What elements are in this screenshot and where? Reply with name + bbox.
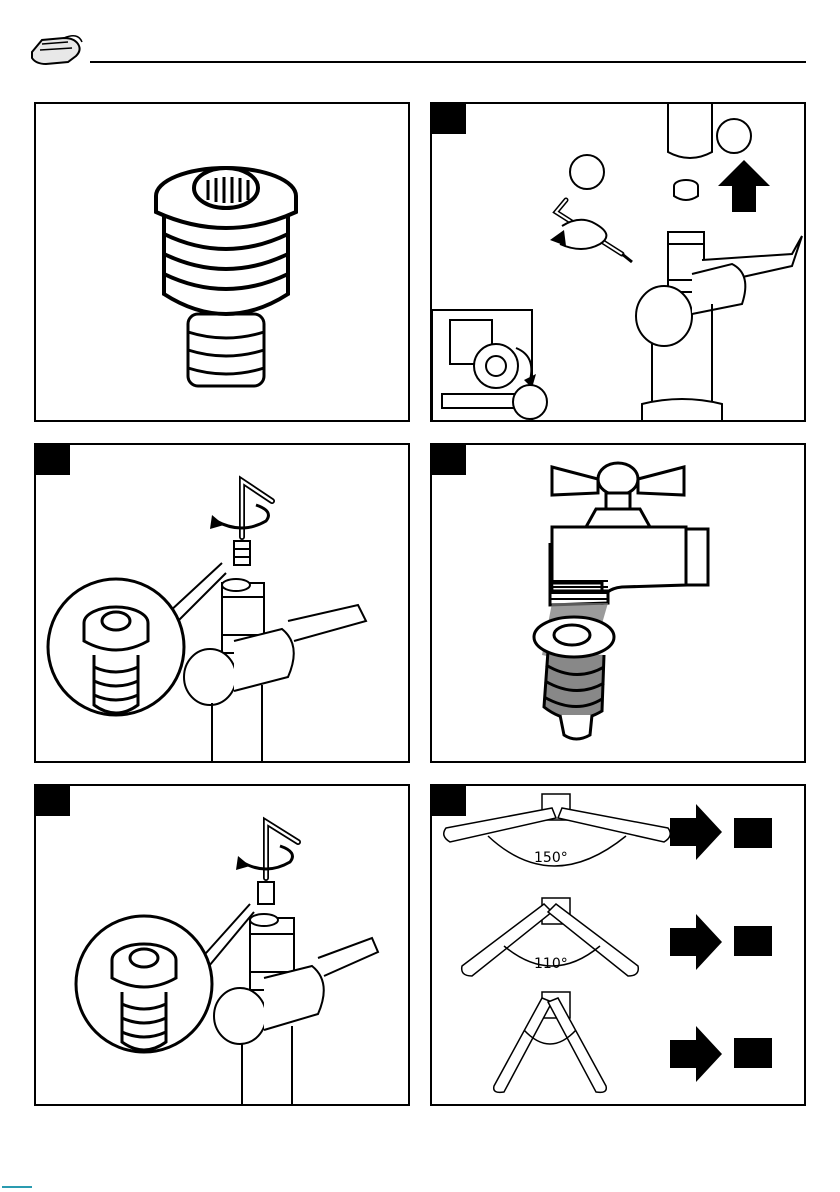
reference-box [734, 1038, 772, 1068]
remove-aerator-illustration [432, 104, 806, 422]
reference-box [734, 926, 772, 956]
panel-insert-filter [34, 443, 410, 763]
filter-illustration [36, 104, 410, 422]
callout-circle [570, 155, 604, 189]
panel-reinsert-filter [34, 784, 410, 1106]
reference-box [734, 818, 772, 848]
arrow-right-icon [670, 804, 722, 1082]
panel-filter-closeup [34, 102, 410, 422]
callout-circle [717, 119, 751, 153]
panel-flush-filter [430, 443, 806, 763]
callout-circle [513, 385, 547, 419]
header-rule [90, 61, 806, 63]
footer-mark [2, 1186, 32, 1188]
panel-remove-aerator [430, 102, 806, 422]
panel-spout-angles: 150° 110° [430, 784, 806, 1106]
angle-label: 150° [534, 850, 568, 866]
insert-filter-illustration [36, 445, 410, 763]
angle-label: 110° [534, 956, 568, 972]
hand-icon [28, 30, 86, 70]
reinsert-filter-illustration [36, 786, 410, 1106]
arrow-up-icon [718, 160, 770, 212]
flush-filter-illustration [432, 445, 806, 763]
